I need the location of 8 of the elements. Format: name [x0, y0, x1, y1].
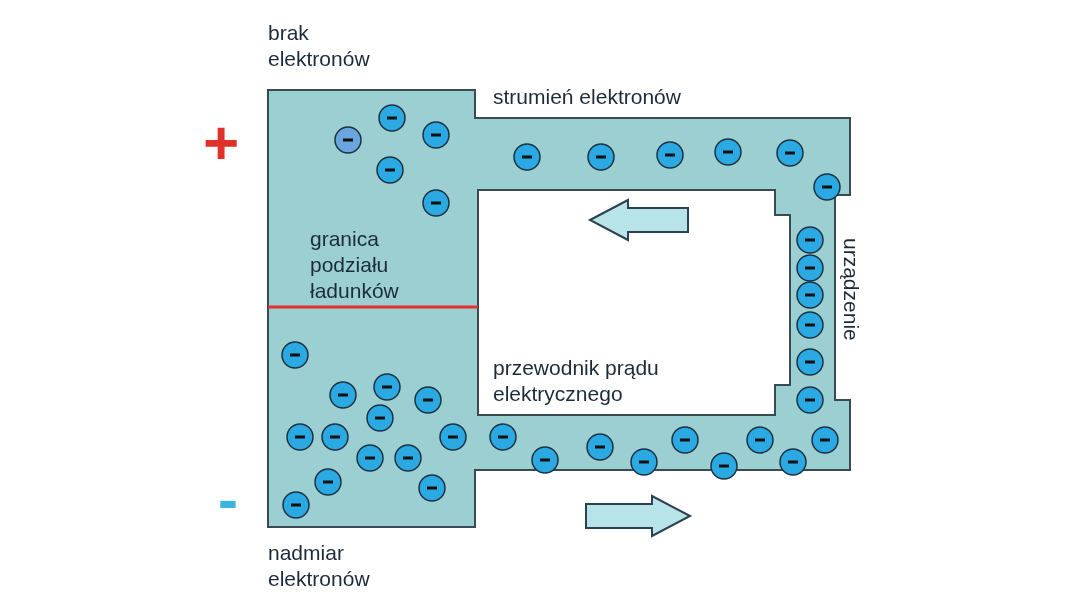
- annotation-text: strumień elektronów: [493, 84, 682, 110]
- annotation-text: granica podziału ładunków: [310, 226, 400, 304]
- annotation-text: nadmiar elektronów: [268, 540, 371, 592]
- plus-sign: +: [203, 112, 241, 174]
- annotation-text: przewodnik prądu elektrycznego: [493, 355, 660, 407]
- annotation-text: brak elektronów: [268, 20, 371, 72]
- minus-sign: -: [218, 470, 239, 530]
- annotation-text: urządzenie: [839, 238, 864, 341]
